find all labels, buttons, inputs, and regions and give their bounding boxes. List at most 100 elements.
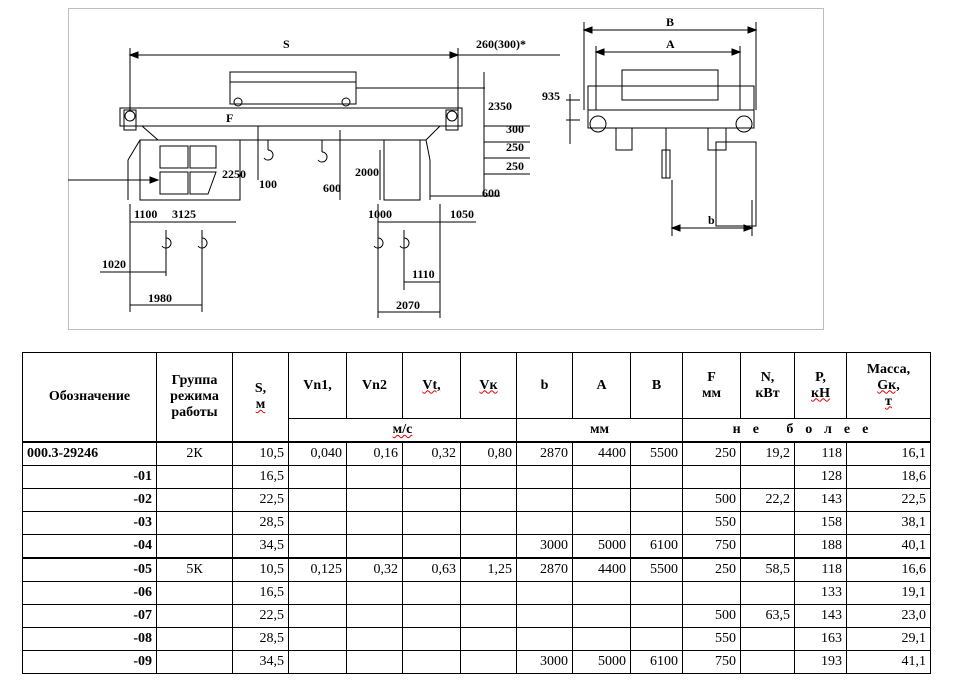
cell-S: 10,5 xyxy=(232,441,289,466)
dim-A: A xyxy=(666,37,675,51)
cell-F: 250 xyxy=(682,441,741,466)
header-vn2: Vn2 xyxy=(346,352,403,419)
dim-250-a: 250 xyxy=(506,140,524,154)
cell-vn1 xyxy=(288,511,347,535)
cell-S: 22,5 xyxy=(232,488,289,512)
header-F: F мм xyxy=(682,352,741,419)
cell-B xyxy=(630,604,683,628)
cell-vk xyxy=(460,511,517,535)
cell-b xyxy=(516,511,573,535)
dim-300: 300 xyxy=(506,122,524,136)
cell-P: 193 xyxy=(794,650,847,674)
cell-vk xyxy=(460,465,517,489)
cell-N xyxy=(740,581,795,605)
cell-B xyxy=(630,511,683,535)
dim-1100: 1100 xyxy=(134,207,157,221)
cell-vn2 xyxy=(346,650,403,674)
cell-vn2 xyxy=(346,488,403,512)
cell-F xyxy=(682,581,741,605)
cell-vn1 xyxy=(288,604,347,628)
cell-B xyxy=(630,581,683,605)
dim-260: 260(300)* xyxy=(476,37,526,51)
cell-F: 750 xyxy=(682,534,741,559)
cell-A xyxy=(572,627,631,651)
cell-P: 143 xyxy=(794,604,847,628)
cell-B: 6100 xyxy=(630,650,683,674)
header-designation: Обозначение xyxy=(22,352,157,443)
cell-vn2 xyxy=(346,627,403,651)
cell-b xyxy=(516,465,573,489)
cell-vn2 xyxy=(346,511,403,535)
cell-vn2 xyxy=(346,604,403,628)
dim-2250: 2250 xyxy=(222,167,246,181)
cell-S: 16,5 xyxy=(232,465,289,489)
cell-A: 5000 xyxy=(572,534,631,559)
cell-N xyxy=(740,627,795,651)
cell-b xyxy=(516,488,573,512)
cell-group xyxy=(156,488,233,512)
cell-B xyxy=(630,488,683,512)
cell-b: 2870 xyxy=(516,557,573,582)
cell-vt xyxy=(402,488,461,512)
cell-b: 3000 xyxy=(516,534,573,559)
cell-vk: 1,25 xyxy=(460,557,517,582)
spec-table: Обозначение Группа режима работы S, м Vn… xyxy=(22,352,931,674)
cell-N xyxy=(740,465,795,489)
cell-b xyxy=(516,604,573,628)
cell-vt xyxy=(402,581,461,605)
cell-vt xyxy=(402,627,461,651)
cell-N: 58,5 xyxy=(740,557,795,582)
cell-vn2: 0,32 xyxy=(346,557,403,582)
cell-B xyxy=(630,627,683,651)
cell-vk xyxy=(460,604,517,628)
header-S: S, м xyxy=(232,352,289,443)
cell-P: 163 xyxy=(794,627,847,651)
dim-1050: 1050 xyxy=(450,207,474,221)
cell-vn1: 0,125 xyxy=(288,557,347,582)
cell-group xyxy=(156,581,233,605)
cell-S: 28,5 xyxy=(232,627,289,651)
cell-B: 6100 xyxy=(630,534,683,559)
cell-A xyxy=(572,604,631,628)
header-vt: Vt, xyxy=(402,352,461,419)
cell-designation: 000.3-29246 xyxy=(22,441,157,466)
dim-3125: 3125 xyxy=(172,207,196,221)
cell-vk xyxy=(460,581,517,605)
cell-F: 550 xyxy=(682,627,741,651)
cell-mass: 19,1 xyxy=(846,581,931,605)
cell-N xyxy=(740,511,795,535)
cell-N: 19,2 xyxy=(740,441,795,466)
cell-S: 34,5 xyxy=(232,534,289,559)
crane-drawing: S 260(300)* 2350 300 250 250 600 2000 60… xyxy=(68,15,758,318)
dim-600-b: 600 xyxy=(482,186,500,200)
header-N: N, кВт xyxy=(740,352,795,419)
cell-b xyxy=(516,627,573,651)
dim-2070: 2070 xyxy=(396,298,420,312)
cell-vn2 xyxy=(346,465,403,489)
cell-N xyxy=(740,650,795,674)
cell-A: 4400 xyxy=(572,441,631,466)
cell-b: 2870 xyxy=(516,441,573,466)
cell-A xyxy=(572,488,631,512)
cell-group xyxy=(156,627,233,651)
cell-vk xyxy=(460,534,517,559)
cell-F xyxy=(682,465,741,489)
cell-mass: 41,1 xyxy=(846,650,931,674)
dim-250-b: 250 xyxy=(506,159,524,173)
dim-b: b xyxy=(708,213,715,227)
cell-vn2 xyxy=(346,581,403,605)
unit-speed: м/с xyxy=(288,418,517,443)
cell-A xyxy=(572,511,631,535)
cell-A xyxy=(572,581,631,605)
cell-designation: -07 xyxy=(22,604,157,628)
cell-group: 5К xyxy=(156,557,233,582)
cell-vn1 xyxy=(288,650,347,674)
cell-vn1: 0,040 xyxy=(288,441,347,466)
cell-vn1 xyxy=(288,534,347,559)
cell-P: 118 xyxy=(794,557,847,582)
